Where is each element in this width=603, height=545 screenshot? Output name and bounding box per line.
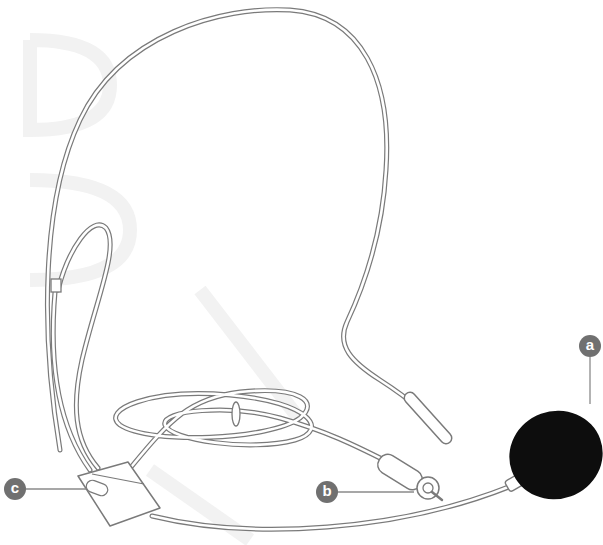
callout-letter: b [315,480,339,504]
wire-outline [47,10,516,529]
callout-letter: c [3,477,27,501]
wire-core [47,10,516,529]
watermark [30,40,300,540]
cable-tie [232,402,240,426]
callout-circles [4,335,601,503]
callout-letter: a [578,334,602,358]
ear-pad [410,398,446,438]
slider-clip [51,279,61,292]
ear-pad-core [410,398,446,438]
control-box [78,462,160,526]
microphone-windscreen [497,398,603,513]
leader-lines [26,357,590,492]
